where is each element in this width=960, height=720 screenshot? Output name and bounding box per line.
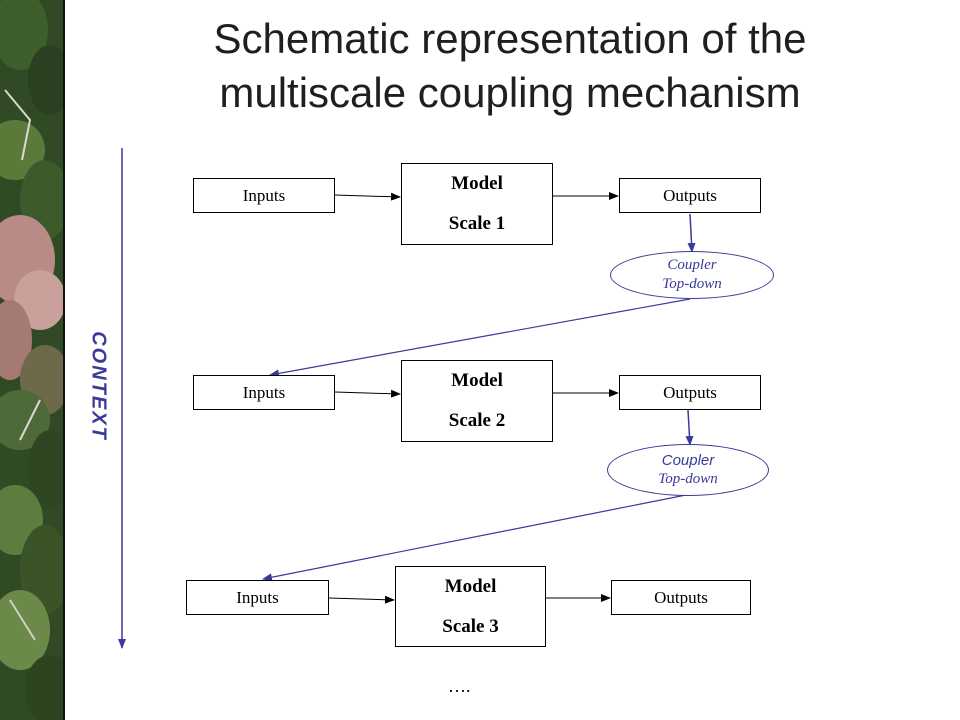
model-label-1: Model	[451, 173, 503, 194]
model-box-scale-3: Model Scale 3	[395, 566, 546, 647]
arrow-inputs-to-model-3	[328, 595, 395, 604]
model-box-scale-1: Model Scale 1	[401, 163, 553, 245]
coupler-direction-2: Top-down	[658, 471, 718, 487]
scale-label-3: Scale 3	[442, 615, 499, 637]
forest-canopy-image	[0, 0, 63, 720]
coupler-label-1: Coupler	[667, 257, 717, 273]
coupler-label-2: Coupler	[661, 452, 715, 469]
arrow-outputs-to-coupler-2	[685, 409, 694, 446]
title-line-2: multiscale coupling mechanism	[219, 69, 801, 116]
outputs-box-2: Outputs	[619, 375, 761, 410]
model-box-scale-2: Model Scale 2	[401, 360, 553, 442]
scale-label-2: Scale 2	[448, 410, 506, 431]
coupler-direction-1: Top-down	[662, 276, 722, 292]
arrow-coupler-2-to-inputs-3	[262, 494, 687, 582]
context-label: CONTEXT	[87, 331, 110, 441]
forest-photo-strip	[0, 0, 63, 720]
inputs-label-2: Inputs	[242, 382, 286, 402]
outputs-box-3: Outputs	[611, 580, 751, 615]
arrow-outputs-to-coupler-1	[687, 213, 696, 253]
outputs-label-2: Outputs	[663, 382, 717, 402]
strip-divider	[63, 0, 65, 720]
outputs-box-1: Outputs	[619, 178, 761, 213]
scale-label-1: Scale 1	[448, 213, 506, 234]
coupler-ellipse-1: Coupler Top-down	[610, 251, 774, 299]
arrow-coupler-1-to-inputs-2	[269, 298, 691, 378]
model-label-3: Model	[444, 575, 497, 597]
inputs-box-2: Inputs	[193, 375, 335, 410]
inputs-label-1: Inputs	[242, 185, 286, 205]
outputs-label-3: Outputs	[654, 587, 708, 607]
inputs-label-3: Inputs	[236, 587, 279, 607]
model-label-2: Model	[451, 370, 503, 391]
arrow-inputs-to-model-2	[334, 389, 401, 398]
inputs-box-1: Inputs	[193, 178, 335, 213]
continuation-ellipsis: ….	[448, 676, 471, 696]
inputs-box-3: Inputs	[186, 580, 329, 615]
outputs-label-1: Outputs	[663, 185, 717, 205]
slide-title: Schematic representation of the multisca…	[120, 12, 900, 120]
arrow-inputs-to-model-1	[334, 192, 401, 201]
title-line-1: Schematic representation of the	[213, 15, 807, 62]
coupler-ellipse-2: Coupler Top-down	[607, 444, 769, 496]
